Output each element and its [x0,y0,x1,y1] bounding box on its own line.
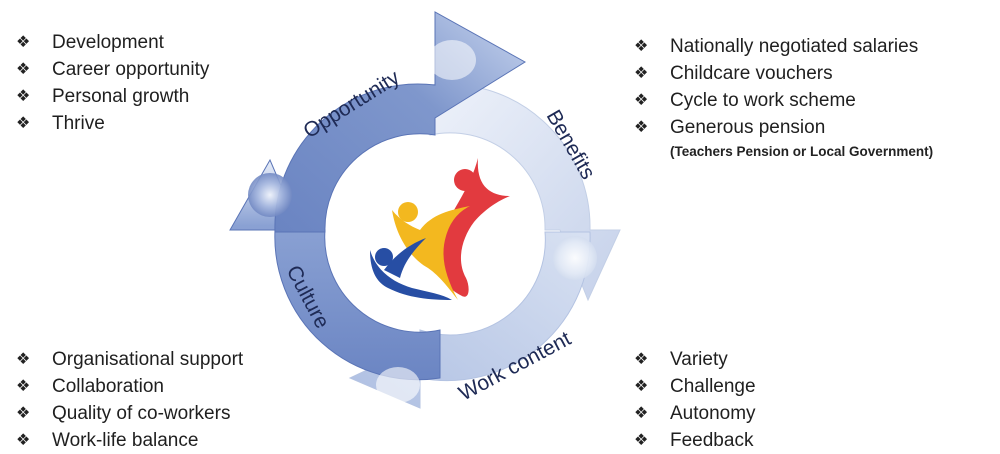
bullet-icon: ❖ [634,92,649,109]
list-item: ❖Thrive [16,110,209,137]
opportunity-glow [428,40,476,80]
blue-figure [370,238,452,300]
bullet-icon: ❖ [16,61,31,78]
blue-head [375,248,393,266]
center-logo [370,158,510,300]
bullet-icon: ❖ [634,351,649,368]
list-item: ❖Quality of co-workers [16,400,243,427]
work-glow [376,367,420,403]
red-figure [433,158,510,297]
yellow-head [398,202,418,222]
list-item: ❖Development [16,29,209,56]
bullet-icon: ❖ [16,378,31,395]
list-item: ❖Autonomy [634,400,756,427]
bullet-icon: ❖ [16,34,31,51]
list-item: ❖Variety [634,346,756,373]
list-item: ❖Challenge [634,373,756,400]
list-item: ❖Nationally negotiated salaries [634,33,933,60]
list-item: ❖Cycle to work scheme [634,87,933,114]
bullet-icon: ❖ [634,38,649,55]
list-item: ❖Career opportunity [16,56,209,83]
bullet-icon: ❖ [16,351,31,368]
list-item: ❖Collaboration [16,373,243,400]
list-item: ❖Organisational support [16,346,243,373]
bullet-icon: ❖ [634,405,649,422]
red-head [454,169,476,191]
list-item: ❖Generous pension [634,114,933,141]
bullet-icon: ❖ [634,378,649,395]
list-item: ❖Work-life balance [16,427,243,454]
bullet-icon: ❖ [634,65,649,82]
bullet-icon: ❖ [16,88,31,105]
bullet-icon: ❖ [16,405,31,422]
benefits-list: ❖Nationally negotiated salaries ❖Childca… [634,33,933,163]
bullet-icon: ❖ [16,115,31,132]
list-item: ❖Feedback [634,427,756,454]
yellow-figure [392,206,470,300]
opportunity-list: ❖Development ❖Career opportunity ❖Person… [16,29,209,137]
list-item: ❖Childcare vouchers [634,60,933,87]
culture-list: ❖Organisational support ❖Collaboration ❖… [16,346,243,454]
bullet-icon: ❖ [16,432,31,449]
bullet-icon: ❖ [634,432,649,449]
bullet-icon: ❖ [634,119,649,136]
benefits-glow [553,236,597,280]
work-content-list: ❖Variety ❖Challenge ❖Autonomy ❖Feedback [634,346,756,454]
list-item: ❖Personal growth [16,83,209,110]
pension-note: (Teachers Pension or Local Government) [670,144,934,159]
culture-glow [248,173,292,217]
